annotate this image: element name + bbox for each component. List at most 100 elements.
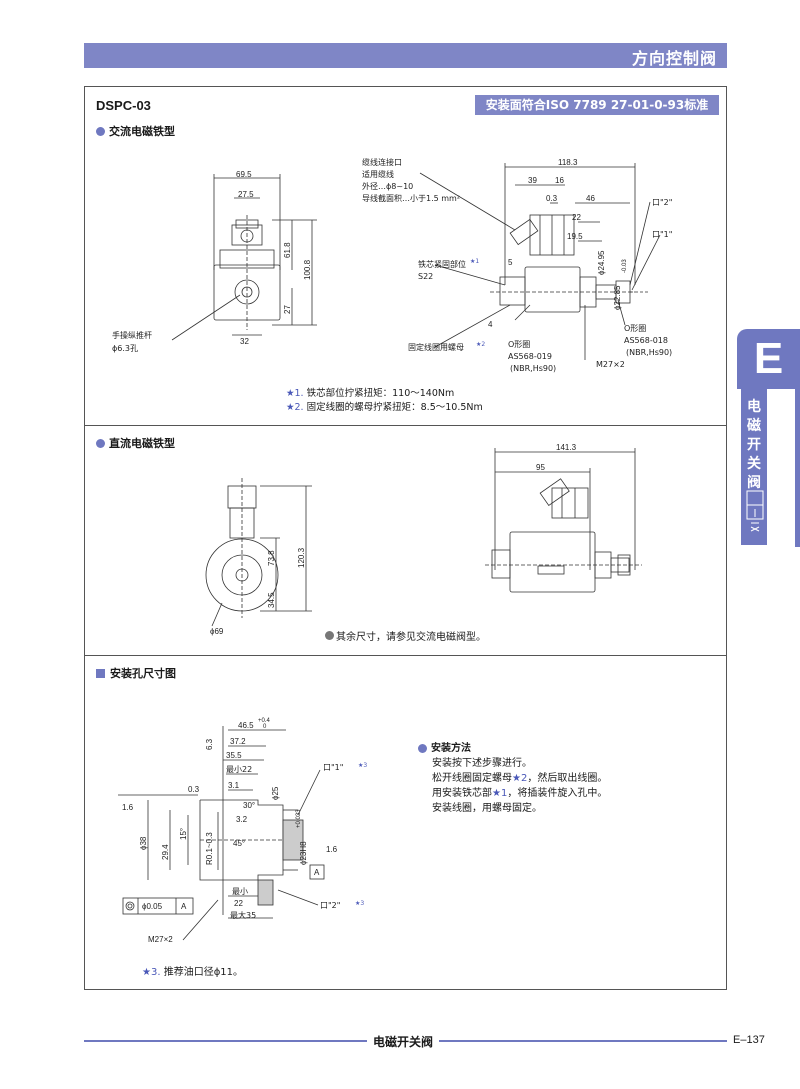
svg-text:ϕ0.05: ϕ0.05	[142, 902, 163, 911]
svg-text:★2: ★2	[476, 341, 485, 348]
svg-text:16: 16	[555, 176, 564, 185]
header-title: 方向控制阀	[631, 49, 717, 68]
svg-text:ϕ6.3孔: ϕ6.3孔	[112, 344, 138, 353]
svg-text:6.3: 6.3	[205, 738, 214, 750]
svg-text:口"2": 口"2"	[320, 901, 340, 910]
svg-text:5: 5	[508, 258, 513, 267]
svg-text:口"1": 口"1"	[652, 230, 672, 239]
content-frame	[84, 86, 727, 990]
bullet-icon	[418, 744, 427, 753]
header-bar: 方向控制阀	[84, 43, 727, 68]
svg-text:1.6: 1.6	[326, 845, 338, 854]
svg-text:69.5: 69.5	[236, 170, 252, 179]
section-ac-title: 交流电磁铁型	[96, 123, 175, 139]
svg-text:120.3: 120.3	[297, 547, 306, 568]
mount-hole-drawing: 46.5 +0.4 0 37.2 35.5 最小22 3.1 6.3 0.3 1…	[108, 700, 408, 955]
ac-notes: ★1. 铁芯部位拧紧扭矩：110～140Nm ★2. 固定线圈的螺母拧紧扭矩：8…	[286, 387, 483, 415]
install-line-3: 用安装铁芯部★1，将插装件旋入孔中。	[432, 788, 608, 799]
dc-front-view: 73.8 120.3 34.5 ϕ69	[200, 478, 320, 638]
side-tab-letter: E	[737, 329, 800, 389]
svg-text:3.1: 3.1	[228, 781, 240, 790]
svg-text:★3: ★3	[355, 900, 364, 907]
svg-text:32: 32	[240, 337, 249, 346]
svg-text:(NBR,Hs90): (NBR,Hs90)	[626, 348, 672, 357]
note-2: ★2. 固定线圈的螺母拧紧扭矩：8.5～10.5Nm	[286, 402, 483, 413]
svg-text:(NBR,Hs90): (NBR,Hs90)	[510, 364, 556, 373]
install-line-2: 松开线圈固定螺母★2，然后取出线圈。	[432, 773, 608, 784]
standard-badge: 安装面符合ISO 7789 27-01-0-93标准	[475, 95, 719, 115]
svg-text:适用缆线: 适用缆线	[362, 169, 394, 179]
svg-text:M27×2: M27×2	[148, 935, 173, 944]
svg-text:39: 39	[528, 176, 537, 185]
divider-2	[84, 655, 727, 656]
svg-text:O形圈: O形圈	[508, 340, 530, 349]
svg-text:118.3: 118.3	[558, 158, 578, 167]
svg-text:A: A	[181, 902, 187, 911]
svg-text:导线截面积…小于1.5 mm²: 导线截面积…小于1.5 mm²	[362, 193, 460, 203]
svg-text:ϕ25: ϕ25	[271, 786, 280, 800]
side-tab-text: 电磁开关阀	[747, 399, 761, 491]
svg-text:-0.03: -0.03	[622, 259, 628, 273]
mount-note: ★3. 推荐油口径ϕ11。	[142, 967, 244, 978]
divider-1	[84, 425, 727, 426]
ac-front-view: 69.5 27.5 61.8 100.8 27 32 手操纵推杆 ϕ6.3孔	[112, 170, 332, 360]
svg-text:O形圈: O形圈	[624, 324, 646, 333]
svg-text:最大35: 最大35	[230, 910, 256, 920]
svg-text:M27×2: M27×2	[596, 360, 625, 369]
svg-text:缆线连接口: 缆线连接口	[362, 157, 402, 167]
svg-text:61.8: 61.8	[283, 242, 292, 258]
svg-text:45°: 45°	[233, 839, 245, 848]
svg-text:★1: ★1	[470, 258, 479, 265]
svg-text:22: 22	[234, 899, 243, 908]
bullet-icon	[325, 631, 334, 640]
svg-text:141.3: 141.3	[556, 443, 577, 452]
install-instructions: 安装方法 安装按下述步骤进行。 松开线圈固定螺母★2，然后取出线圈。 用安装铁芯…	[418, 741, 607, 816]
svg-text:口"1": 口"1"	[323, 763, 343, 772]
svg-text:37.2: 37.2	[230, 737, 246, 746]
svg-text:外径…ϕ8~10: 外径…ϕ8~10	[362, 181, 413, 191]
section-dc-title: 直流电磁铁型	[96, 435, 175, 451]
svg-text:15°: 15°	[179, 828, 188, 840]
side-tab-edge	[795, 389, 800, 547]
dc-other-note: 其余尺寸，请参见交流电磁阀型。	[325, 628, 486, 643]
svg-text:0.3: 0.3	[188, 785, 200, 794]
svg-text:0.3: 0.3	[546, 194, 558, 203]
svg-text:口"2": 口"2"	[652, 198, 672, 207]
svg-text:ϕ38: ϕ38	[139, 836, 148, 850]
svg-text:ϕ24.95: ϕ24.95	[597, 250, 606, 275]
svg-text:3.2: 3.2	[236, 815, 248, 824]
page-number: E–137	[733, 1034, 765, 1046]
svg-text:AS568-018: AS568-018	[624, 336, 668, 345]
svg-text:+0.4: +0.4	[258, 718, 271, 724]
svg-text:27.5: 27.5	[238, 190, 254, 199]
install-line-1: 安装按下述步骤进行。	[432, 758, 532, 769]
dc-side-view: 141.3 95	[480, 440, 650, 610]
svg-text:A: A	[314, 868, 320, 877]
svg-text:22: 22	[572, 213, 581, 222]
svg-text:4: 4	[488, 320, 493, 329]
svg-text:30°: 30°	[243, 801, 255, 810]
bullet-square-icon	[96, 668, 105, 678]
svg-text:34.5: 34.5	[267, 592, 276, 608]
svg-text:29.4: 29.4	[161, 844, 170, 860]
bullet-icon	[96, 438, 105, 448]
svg-text:35.5: 35.5	[226, 751, 242, 760]
svg-text:ϕ69: ϕ69	[210, 627, 224, 636]
footer-title: 电磁开关阀	[367, 1033, 440, 1050]
svg-text:ϕ23H8: ϕ23H8	[299, 841, 308, 865]
install-title: 安装方法	[418, 741, 607, 756]
svg-text:46.5: 46.5	[238, 721, 254, 730]
svg-text:73.8: 73.8	[267, 550, 276, 566]
svg-text:R0.1~0.3: R0.1~0.3	[205, 832, 214, 865]
svg-text:95: 95	[536, 463, 545, 472]
svg-text:1.6: 1.6	[122, 803, 134, 812]
svg-text:手操纵推杆: 手操纵推杆	[112, 330, 152, 340]
bullet-icon	[96, 126, 105, 136]
svg-text:固定线圈用螺母: 固定线圈用螺母	[408, 342, 464, 352]
svg-text:最小: 最小	[232, 887, 248, 896]
ac-side-view: 118.3 39 16 0.3 46 22 19.5 ϕ24.95 5 4 ϕ2…	[340, 155, 700, 380]
svg-text:46: 46	[586, 194, 595, 203]
svg-text:AS568-019: AS568-019	[508, 352, 552, 361]
svg-text:铁芯紧固部位: 铁芯紧固部位	[418, 259, 466, 269]
svg-text:100.8: 100.8	[303, 259, 312, 280]
